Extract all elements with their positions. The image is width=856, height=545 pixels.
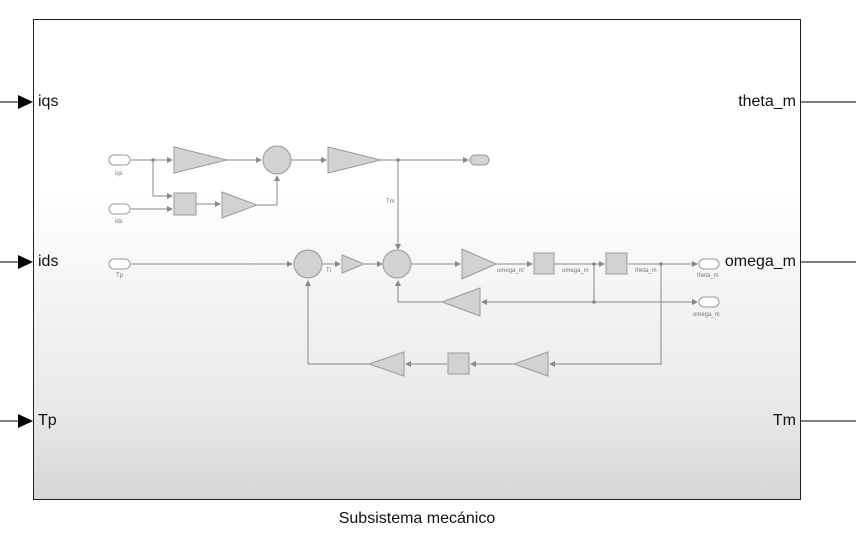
sum-block-2[interactable] bbox=[293, 249, 323, 279]
sum-block-3[interactable] bbox=[382, 249, 412, 279]
output-port-label-tm: Tm bbox=[772, 412, 796, 429]
signal-label-theta-m: theta_m bbox=[635, 268, 657, 274]
gain-block-6[interactable] bbox=[512, 351, 549, 377]
goto-tag-tm[interactable] bbox=[469, 154, 490, 166]
signal-label-omega-m: omega_m bbox=[562, 268, 589, 274]
input-arrow-tp bbox=[18, 414, 33, 428]
goto-tag-theta-m[interactable] bbox=[698, 258, 720, 270]
external-output-lines bbox=[801, 101, 856, 422]
from-label-ids: ids bbox=[115, 219, 123, 225]
goto-label-omega-m: omega_m bbox=[693, 312, 720, 318]
sum-block-1[interactable] bbox=[262, 145, 292, 175]
from-tag-tp[interactable] bbox=[108, 258, 131, 270]
from-label-tp: Tp bbox=[116, 273, 124, 279]
gain-block-4[interactable] bbox=[461, 248, 498, 280]
input-port-label-ids: ids bbox=[38, 253, 59, 270]
from-tag-iqs[interactable] bbox=[108, 154, 131, 166]
subsystem-block[interactable] bbox=[33, 19, 801, 500]
external-input-lines bbox=[0, 95, 33, 428]
gain-block-7[interactable] bbox=[367, 351, 405, 377]
block-caption: Subsistema mecánico bbox=[338, 510, 496, 527]
output-port-label-omega-m: omega_m bbox=[724, 253, 796, 270]
signal-label-omega-m-prime: omega_m' bbox=[497, 268, 525, 274]
gain-block-5[interactable] bbox=[440, 287, 481, 317]
delay-block[interactable] bbox=[447, 352, 470, 375]
gain-block-1[interactable] bbox=[173, 146, 228, 174]
gain-block-tl[interactable] bbox=[341, 254, 366, 274]
input-arrow-ids bbox=[18, 255, 33, 269]
signal-label-tm: Tm bbox=[386, 199, 395, 205]
output-port-label-theta-m: theta_m bbox=[738, 93, 796, 110]
from-label-iqs: iqs bbox=[115, 171, 123, 177]
goto-tag-omega-m[interactable] bbox=[698, 296, 720, 308]
from-tag-ids[interactable] bbox=[108, 203, 131, 215]
integrator-block-2[interactable] bbox=[605, 252, 628, 275]
goto-label-theta-m: theta_m bbox=[697, 273, 719, 279]
input-arrow-iqs bbox=[18, 95, 33, 109]
input-port-label-tp: Tp bbox=[38, 412, 57, 429]
integrator-block-1[interactable] bbox=[533, 252, 555, 275]
gain-block-2[interactable] bbox=[221, 191, 259, 219]
signal-label-tl: Tl bbox=[326, 268, 331, 274]
input-port-label-iqs: iqs bbox=[38, 93, 59, 110]
gain-block-3[interactable] bbox=[327, 146, 382, 174]
product-block[interactable] bbox=[173, 192, 197, 216]
